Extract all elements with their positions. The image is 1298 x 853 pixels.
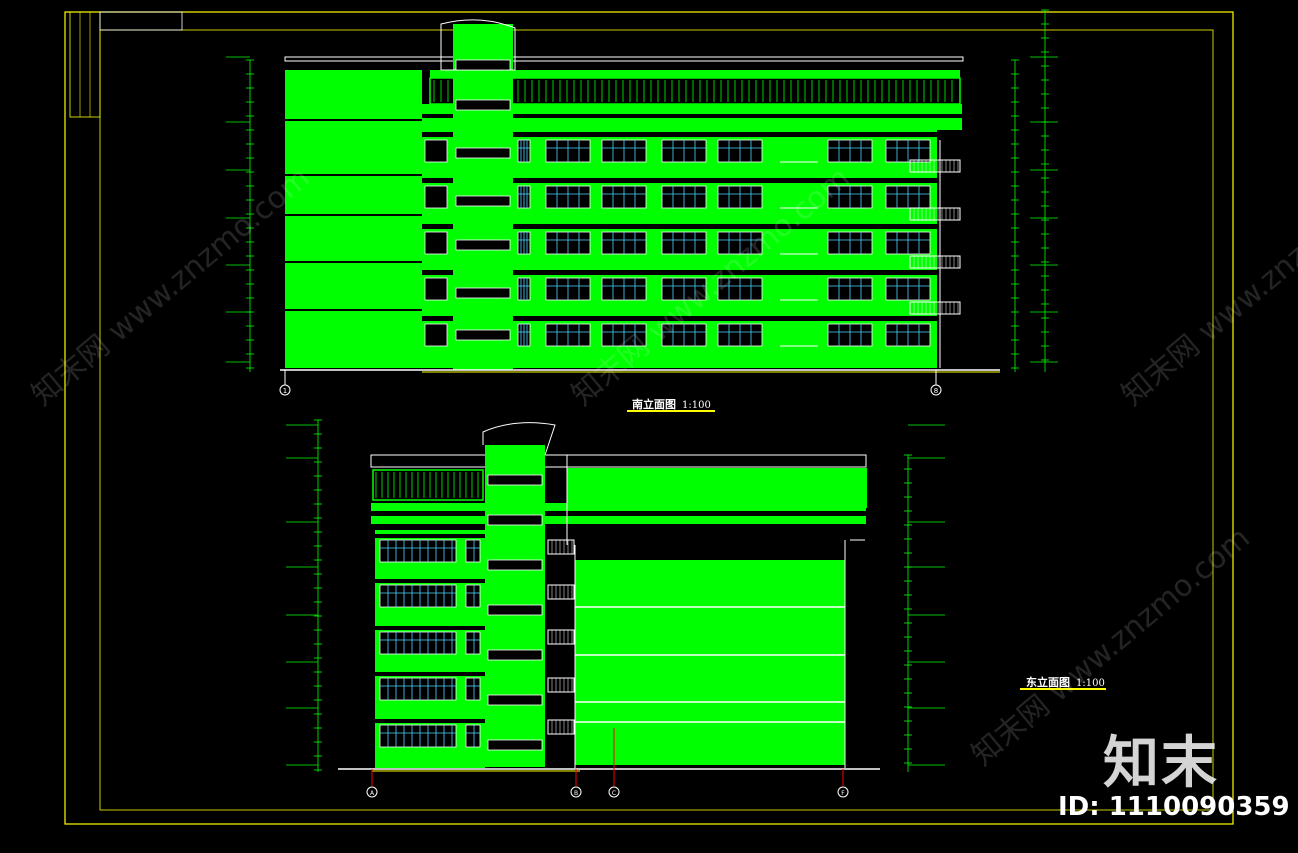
south-axis-label-1: 1 [283, 387, 287, 395]
east-elevation-scale: 1:100 [1076, 678, 1105, 689]
watermark-id: ID: 1110090359 [1058, 792, 1290, 822]
south-elevation-title-text: 南立面图 [632, 398, 676, 411]
east-elevation-drawing [286, 419, 945, 798]
south-title-underline [627, 410, 715, 412]
watermark-logo: 知末 [1103, 731, 1219, 796]
east-axis-label-f: F [841, 790, 845, 797]
south-elevation-drawing [226, 9, 1058, 396]
east-title-underline [1020, 688, 1106, 690]
south-elevation-scale: 1:100 [682, 400, 711, 411]
drawing-frame [64, 11, 1234, 825]
south-axis-label-8: 8 [934, 387, 938, 395]
east-axis-label-a: A [370, 790, 375, 797]
east-axis-label-b: B [574, 790, 578, 797]
east-elevation-title-text: 东立面图 [1026, 676, 1070, 689]
east-elevation-title: 东立面图 1:100 [1026, 674, 1105, 690]
south-elevation-title: 南立面图 1:100 [632, 396, 711, 412]
east-axis-label-c: C [612, 790, 616, 797]
